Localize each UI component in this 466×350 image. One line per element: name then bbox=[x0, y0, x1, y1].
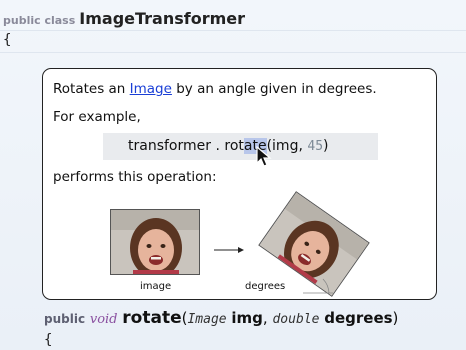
example-paren: ( bbox=[266, 138, 273, 154]
example-code-strip bbox=[103, 133, 378, 160]
method-signature[interactable]: public void rotate(Image img, double deg… bbox=[44, 308, 398, 328]
doc-operation-intro: performs this operation: bbox=[53, 169, 217, 185]
method-paren: ( bbox=[181, 309, 188, 327]
method-name: rotate bbox=[122, 308, 182, 328]
class-name: ImageTransformer bbox=[79, 9, 246, 28]
param-img: img bbox=[231, 309, 263, 327]
method-void-keyword: void bbox=[89, 312, 118, 327]
mouse-pointer-icon bbox=[256, 146, 272, 167]
original-image-photo bbox=[110, 209, 200, 275]
class-modifiers: public class bbox=[3, 14, 76, 27]
method-comma: , bbox=[262, 309, 268, 327]
image-type-link[interactable]: Image bbox=[129, 81, 172, 97]
example-paren: ) bbox=[323, 138, 329, 154]
param-type-double: double bbox=[272, 312, 320, 327]
doc-example-intro: For example, bbox=[53, 109, 141, 125]
method-paren: ) bbox=[392, 309, 399, 327]
line-separator bbox=[0, 30, 466, 31]
doc-text: by an angle given in degrees. bbox=[171, 81, 377, 97]
example-object: transformer bbox=[128, 138, 212, 154]
example-dot: . bbox=[211, 138, 225, 154]
example-comma: , bbox=[298, 138, 308, 154]
rotation-angle-icon bbox=[303, 278, 333, 294]
param-type-image: Image bbox=[187, 312, 227, 327]
method-public-keyword: public bbox=[44, 312, 86, 326]
line-separator bbox=[0, 52, 466, 53]
example-method-start: rot bbox=[224, 138, 244, 154]
caption-image: image bbox=[140, 281, 172, 292]
caption-degrees: degrees bbox=[245, 281, 286, 292]
documentation-popup: Rotates an Image by an angle given in de… bbox=[42, 68, 437, 300]
example-arg-number: 45 bbox=[307, 139, 324, 154]
param-degrees: degrees bbox=[324, 309, 393, 327]
doc-description: Rotates an Image by an angle given in de… bbox=[53, 81, 377, 97]
example-arg-img: img bbox=[272, 138, 299, 154]
class-open-brace: { bbox=[3, 32, 12, 48]
doc-text: Rotates an bbox=[53, 81, 130, 97]
arrow-right-icon bbox=[214, 247, 244, 253]
example-code[interactable]: transformer . rotate(img, 45) bbox=[128, 138, 329, 154]
method-open-brace: { bbox=[44, 332, 53, 348]
rotated-image-photo bbox=[258, 191, 370, 297]
